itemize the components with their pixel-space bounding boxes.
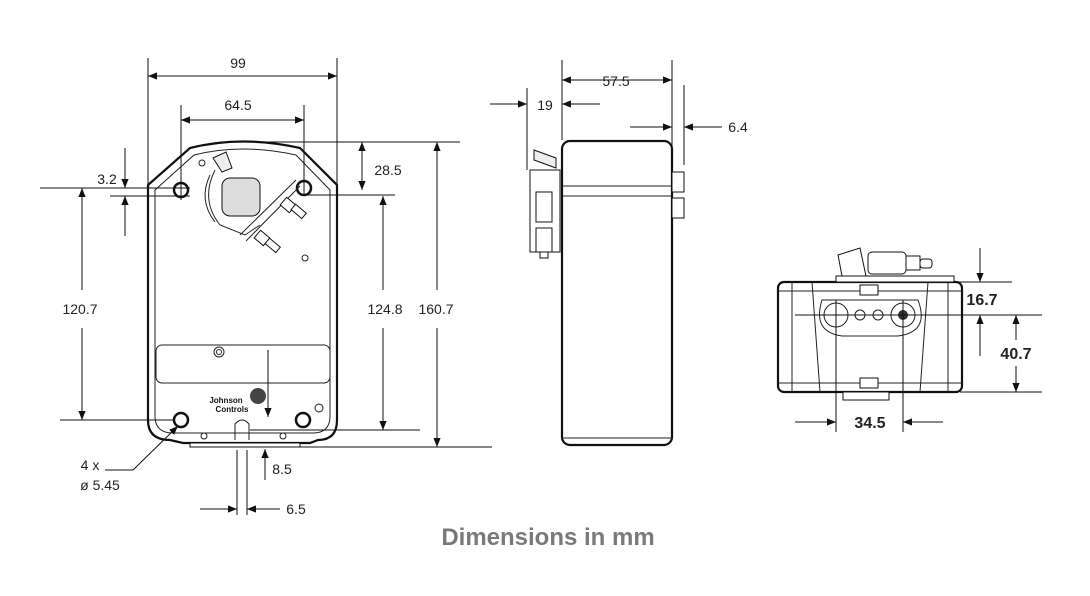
logo-text: Controls [216, 405, 249, 414]
dim-top-offset: 28.5 [374, 162, 401, 178]
side-view: 57.5 19 6.4 [490, 60, 748, 447]
dim-bottom-offset: 8.5 [272, 461, 292, 477]
dim-hole-spacing-h: 64.5 [224, 97, 251, 113]
dim-height: 160.7 [418, 301, 453, 317]
actuator-body-side [560, 139, 674, 447]
front-view: Johnson Controls 99 64.5 28.5 3.2 120.7 … [40, 55, 492, 517]
dim-hole-spacing-v: 120.7 [62, 301, 97, 317]
dim-slot-width: 6.5 [286, 501, 306, 517]
dim-depth: 57.5 [602, 73, 629, 89]
shaft-coupler [204, 151, 307, 254]
dim-clip: 6.4 [728, 119, 748, 135]
dim-hole-diameter: ø 5.45 [80, 477, 120, 493]
mounting-hole [294, 411, 312, 429]
drawing-title: Dimensions in mm [441, 524, 654, 551]
bottom-view: 16.7 40.7 34.5 [776, 247, 1042, 432]
dim-shaft-height: 124.8 [367, 301, 402, 317]
johnson-controls-logo [250, 388, 266, 404]
dim-hole-offset: 3.2 [97, 171, 117, 187]
dim-bottom-height: 40.7 [1000, 346, 1031, 363]
actuator-body-bottom [776, 280, 964, 394]
dim-connector: 19 [537, 97, 553, 113]
side-connector [529, 149, 561, 259]
dim-holes-count: 4 x [81, 457, 100, 473]
dim-bottom-spacing: 34.5 [854, 415, 885, 432]
bottom-connector [835, 247, 955, 283]
dim-bottom-top-offset: 16.7 [966, 292, 997, 309]
dim-width: 99 [230, 55, 246, 71]
logo-text: Johnson [209, 396, 242, 405]
